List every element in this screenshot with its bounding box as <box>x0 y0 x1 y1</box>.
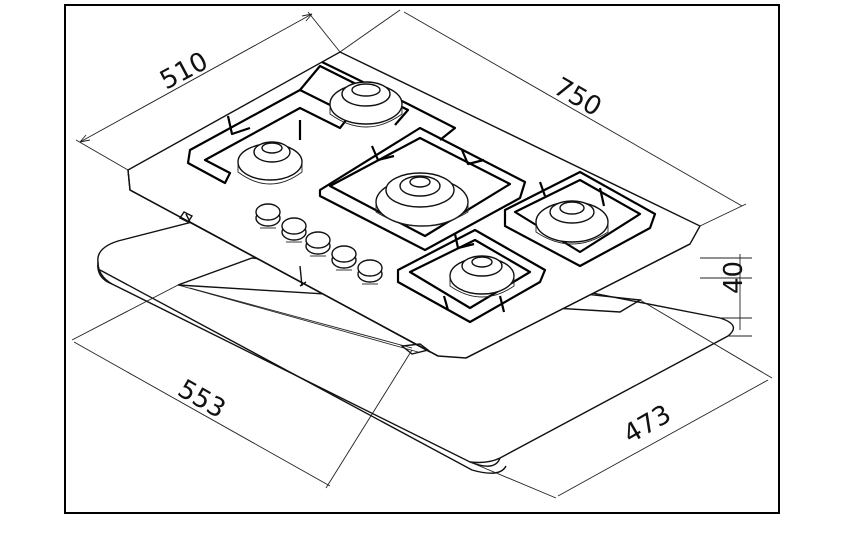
burner-wok <box>375 172 469 227</box>
dimension-lines <box>71 9 773 499</box>
burner-right <box>535 200 609 245</box>
dim-label-40: 40 <box>719 261 749 294</box>
knob-2 <box>281 217 307 243</box>
dim-label-750: 750 <box>549 72 607 123</box>
knob-3 <box>305 231 331 257</box>
gas-inlet <box>299 265 307 287</box>
burners <box>237 81 609 298</box>
burner-front <box>449 255 515 298</box>
dim-label-510: 510 <box>155 46 213 96</box>
dim-label-553: 553 <box>173 374 231 425</box>
pan-supports <box>186 61 657 324</box>
control-knobs <box>255 203 383 287</box>
knob-1 <box>255 203 281 229</box>
drawing-frame <box>64 4 780 514</box>
burner-back <box>329 81 403 128</box>
knob-5 <box>357 259 383 285</box>
dim-label-473: 473 <box>619 399 677 450</box>
burner-back-left <box>237 141 303 185</box>
knob-4 <box>331 245 357 271</box>
